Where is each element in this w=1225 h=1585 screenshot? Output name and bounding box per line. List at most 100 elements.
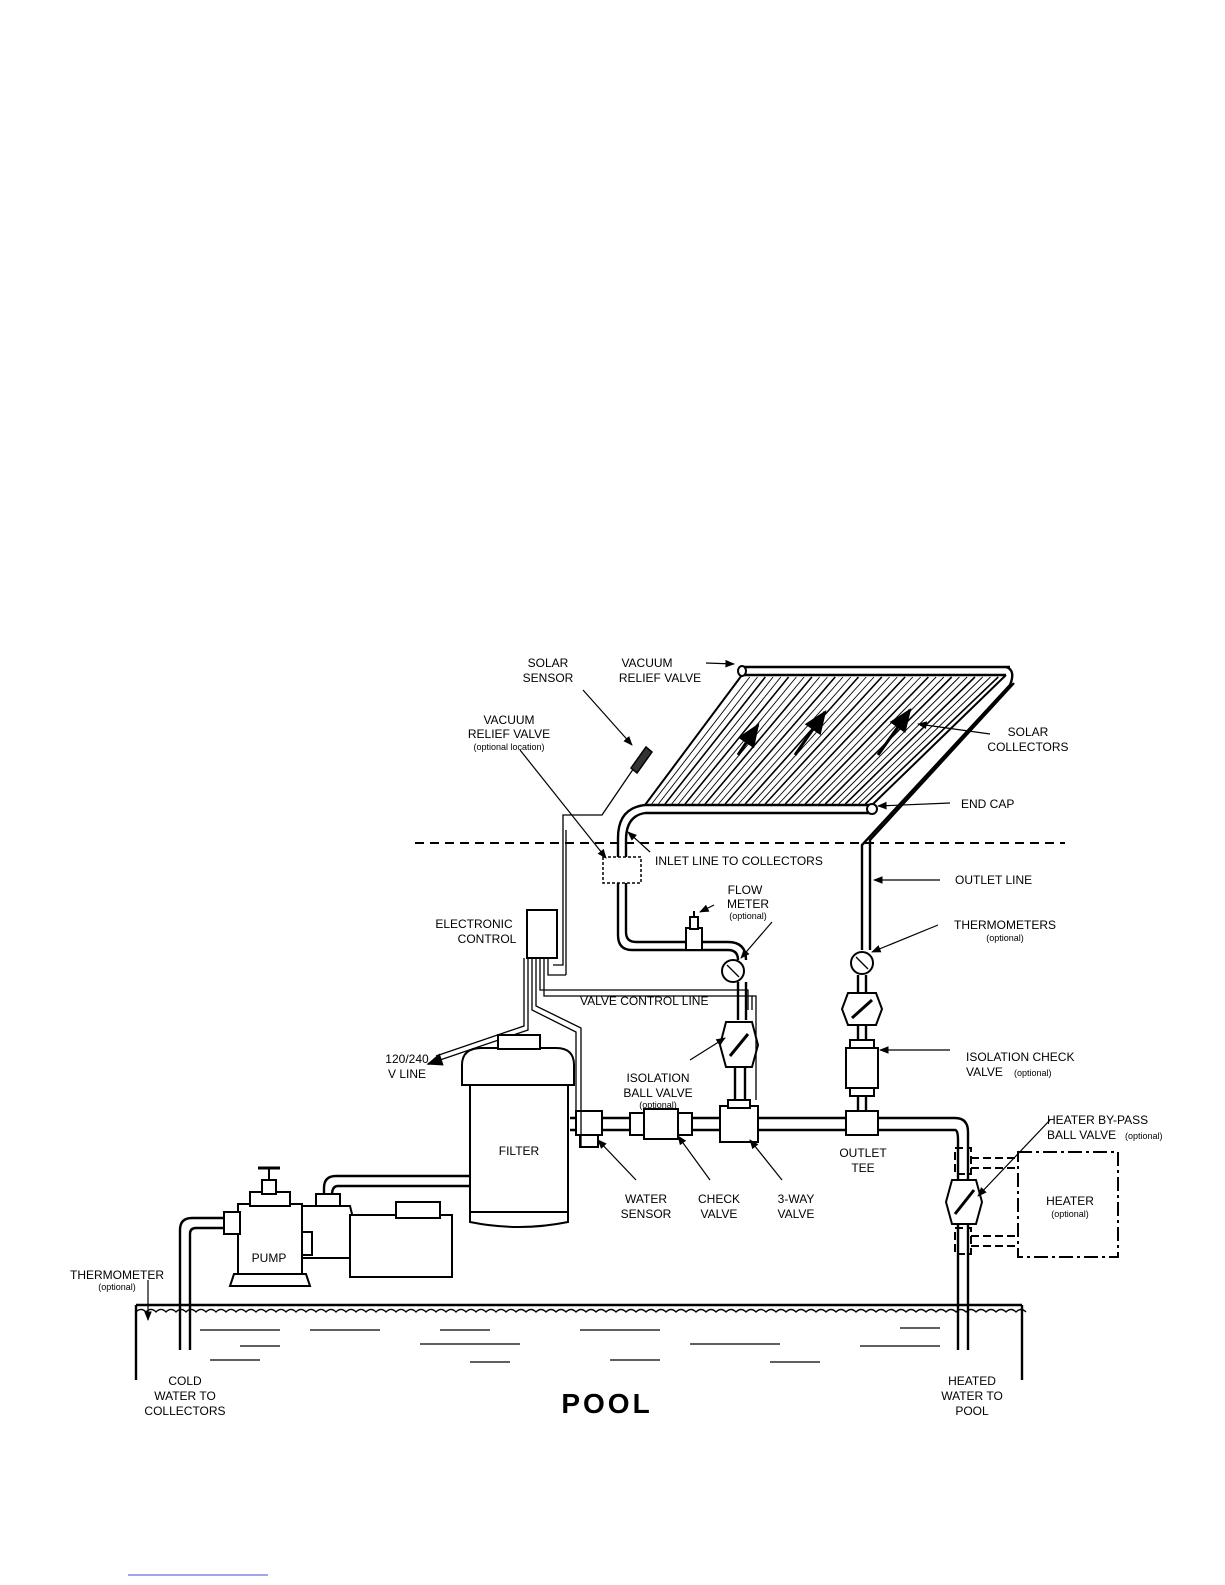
label-pump: PUMP — [252, 1251, 287, 1265]
thermometer-gauge-outlet — [850, 951, 874, 975]
label-v-line-line1: 120/240 — [385, 1052, 429, 1066]
label-vacuum-relief-line2: RELIEF VALVE — [619, 671, 701, 685]
label-isolation-ball-valve-line2: BALL VALVE — [623, 1086, 692, 1100]
label-cold-water-line2: WATER TO — [154, 1389, 216, 1403]
heater-connection-lines — [954, 1147, 1018, 1255]
label-outlet-tee: OUTLET TEE — [839, 1146, 887, 1175]
label-flow-meter-line1: FLOW — [728, 883, 763, 897]
label-thermometers: THERMOMETERS (optional) — [954, 918, 1056, 943]
label-pool: POOL — [561, 1388, 652, 1419]
label-isolation-check-valve-line1: ISOLATION CHECK — [966, 1050, 1074, 1064]
label-three-way-valve-line2: VALVE — [778, 1207, 815, 1221]
water-sensor — [575, 1110, 603, 1148]
outlet-line-pipe — [860, 665, 1014, 950]
label-flow-meter: FLOW METER (optional) — [727, 883, 769, 921]
solar-collectors — [644, 665, 1010, 815]
label-heater-bypass-line2: BALL VALVE — [1047, 1128, 1116, 1142]
label-thermometer-text: THERMOMETER — [70, 1268, 164, 1282]
label-solar-collectors-line2: COLLECTORS — [987, 740, 1068, 754]
label-electronic-control: ELECTRONIC CONTROL — [435, 917, 516, 946]
label-electronic-control-line2: CONTROL — [458, 932, 517, 946]
label-three-way-valve: 3-WAY VALVE — [778, 1192, 815, 1221]
label-isolation-ball-valve: ISOLATION BALL VALVE (optional) — [623, 1071, 692, 1110]
label-solar-sensor-line1: SOLAR — [528, 656, 569, 670]
filter-tank — [461, 1034, 575, 1228]
label-check-valve-line1: CHECK — [698, 1192, 740, 1206]
label-thermometer: THERMOMETER (optional) — [70, 1268, 164, 1292]
valve-control-line-wire — [539, 958, 753, 1010]
label-heated-water: HEATED WATER TO POOL — [941, 1374, 1003, 1418]
vacuum-relief-valve-optional — [602, 856, 642, 884]
suction-pipe — [178, 1216, 226, 1350]
label-heated-water-line3: POOL — [955, 1404, 989, 1418]
label-flow-meter-line2: METER — [727, 897, 769, 911]
heater-bypass-ball-valve — [944, 1179, 984, 1225]
label-thermometers-text: THERMOMETERS — [954, 918, 1056, 932]
label-isolation-ball-valve-note: (optional) — [639, 1100, 677, 1110]
label-heater: HEATER (optional) — [1046, 1194, 1094, 1219]
label-heater-bypass-note: (optional) — [1125, 1131, 1163, 1141]
electronic-control-box — [526, 909, 558, 959]
check-valve — [629, 1108, 693, 1140]
label-heater-note: (optional) — [1051, 1209, 1089, 1219]
flow-arrows — [736, 708, 912, 756]
label-outlet-tee-line1: OUTLET — [839, 1146, 887, 1160]
label-isolation-check-valve-note: (optional) — [1014, 1068, 1052, 1078]
flow-meter — [685, 911, 703, 951]
label-heater-bypass-line1: HEATER BY-PASS — [1047, 1113, 1148, 1127]
label-v-line: 120/240 V LINE — [385, 1052, 429, 1081]
label-cold-water: COLD WATER TO COLLECTORS — [144, 1374, 225, 1418]
label-vacuum-relief-opt-line1: VACUUM — [483, 713, 534, 727]
label-vacuum-relief-opt-line2: RELIEF VALVE — [468, 727, 550, 741]
label-end-cap: END CAP — [961, 797, 1014, 811]
solar-sensor-device — [629, 745, 654, 775]
label-filter: FILTER — [499, 1144, 540, 1158]
label-water-sensor-line2: SENSOR — [621, 1207, 672, 1221]
label-thermometer-note: (optional) — [98, 1282, 136, 1292]
pump-assembly — [228, 1166, 453, 1287]
thermometer-gauge-inlet — [721, 959, 745, 983]
isolation-check-valve-upper — [840, 992, 884, 1026]
label-outlet-tee-line2: TEE — [851, 1161, 874, 1175]
three-way-valve — [719, 1099, 759, 1143]
label-cold-water-line3: COLLECTORS — [144, 1404, 225, 1418]
label-cold-water-line1: COLD — [168, 1374, 202, 1388]
label-solar-sensor-line2: SENSOR — [523, 671, 574, 685]
label-vacuum-relief-line1: VACUUM — [621, 656, 672, 670]
label-solar-sensor: SOLAR SENSOR — [523, 656, 574, 685]
water-sensor-wire — [531, 958, 590, 1148]
label-check-valve-line2: VALVE — [701, 1207, 738, 1221]
label-solar-collectors: SOLAR COLLECTORS — [987, 725, 1068, 754]
label-v-line-line2: V LINE — [388, 1067, 426, 1081]
label-heater-text: HEATER — [1046, 1194, 1094, 1208]
label-water-sensor-line1: WATER — [625, 1192, 667, 1206]
solar-sensor-wire — [553, 764, 637, 966]
label-flow-meter-note: (optional) — [729, 911, 767, 921]
label-isolation-ball-valve-line1: ISOLATION — [626, 1071, 689, 1085]
label-vacuum-relief-opt-note: (optional location) — [473, 742, 544, 752]
outlet-tee — [845, 1110, 879, 1136]
label-electronic-control-line1: ELECTRONIC — [435, 917, 513, 931]
label-three-way-valve-line1: 3-WAY — [778, 1192, 815, 1206]
label-solar-collectors-line1: SOLAR — [1008, 725, 1049, 739]
label-isolation-check-valve-line2: VALVE — [966, 1065, 1003, 1079]
label-check-valve: CHECK VALVE — [698, 1192, 740, 1221]
inlet-line-pipe — [616, 803, 740, 961]
leader-lines — [519, 659, 1051, 1197]
label-water-sensor: WATER SENSOR — [621, 1192, 672, 1221]
pool — [134, 1303, 1027, 1380]
label-heated-water-line1: HEATED — [948, 1374, 996, 1388]
label-heated-water-line2: WATER TO — [941, 1389, 1003, 1403]
label-heater-bypass: HEATER BY-PASS BALL VALVE (optional) — [1047, 1113, 1163, 1142]
isolation-ball-valve — [718, 1021, 760, 1068]
label-inlet-line: INLET LINE TO COLLECTORS — [655, 854, 823, 868]
label-vacuum-relief-valve-optional: VACUUM RELIEF VALVE (optional location) — [468, 713, 550, 752]
isolation-check-valve — [845, 1039, 879, 1097]
label-isolation-check-valve: ISOLATION CHECK VALVE (optional) — [966, 1050, 1074, 1079]
label-outlet-line: OUTLET LINE — [955, 873, 1032, 887]
label-valve-control-line: VALVE CONTROL LINE — [580, 994, 708, 1008]
label-thermometers-note: (optional) — [986, 933, 1024, 943]
heater-box — [1017, 1151, 1119, 1258]
label-vacuum-relief-valve: VACUUM RELIEF VALVE — [619, 656, 701, 685]
